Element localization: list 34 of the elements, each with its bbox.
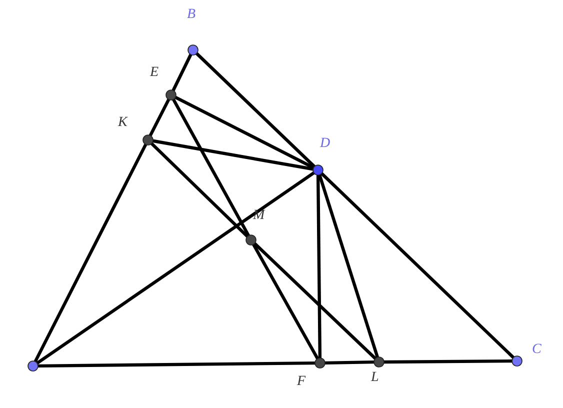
point (314, 358, 326, 368)
line-segment (324, 360, 374, 365)
line-segment (174, 96, 314, 170)
point (188, 44, 198, 56)
point (512, 356, 522, 366)
point-label: C (532, 343, 542, 357)
line-segment (172, 98, 250, 236)
point-label: B (187, 8, 196, 22)
point (166, 90, 176, 100)
line-segment (38, 361, 316, 368)
point-label: F (297, 375, 306, 389)
point (374, 356, 384, 368)
line-segment (152, 139, 314, 171)
point-label: M (253, 209, 265, 223)
line-segment (318, 174, 379, 358)
point (312, 164, 324, 176)
line-segment (252, 244, 319, 360)
point (246, 234, 256, 246)
point-label: L (371, 371, 379, 385)
line-segment (148, 98, 170, 136)
point (28, 360, 38, 372)
point-label: D (320, 137, 330, 151)
line-segment (384, 359, 512, 364)
line-segment (172, 54, 192, 92)
point-label: K (118, 116, 128, 130)
line-segment (36, 172, 315, 364)
line-segment (316, 174, 322, 358)
line-segment (34, 144, 148, 362)
line-segment (196, 52, 316, 168)
line-segment (150, 142, 249, 238)
line-segment (254, 242, 376, 360)
point-label: E (150, 66, 159, 80)
point (142, 134, 154, 146)
line-segment (320, 172, 514, 359)
